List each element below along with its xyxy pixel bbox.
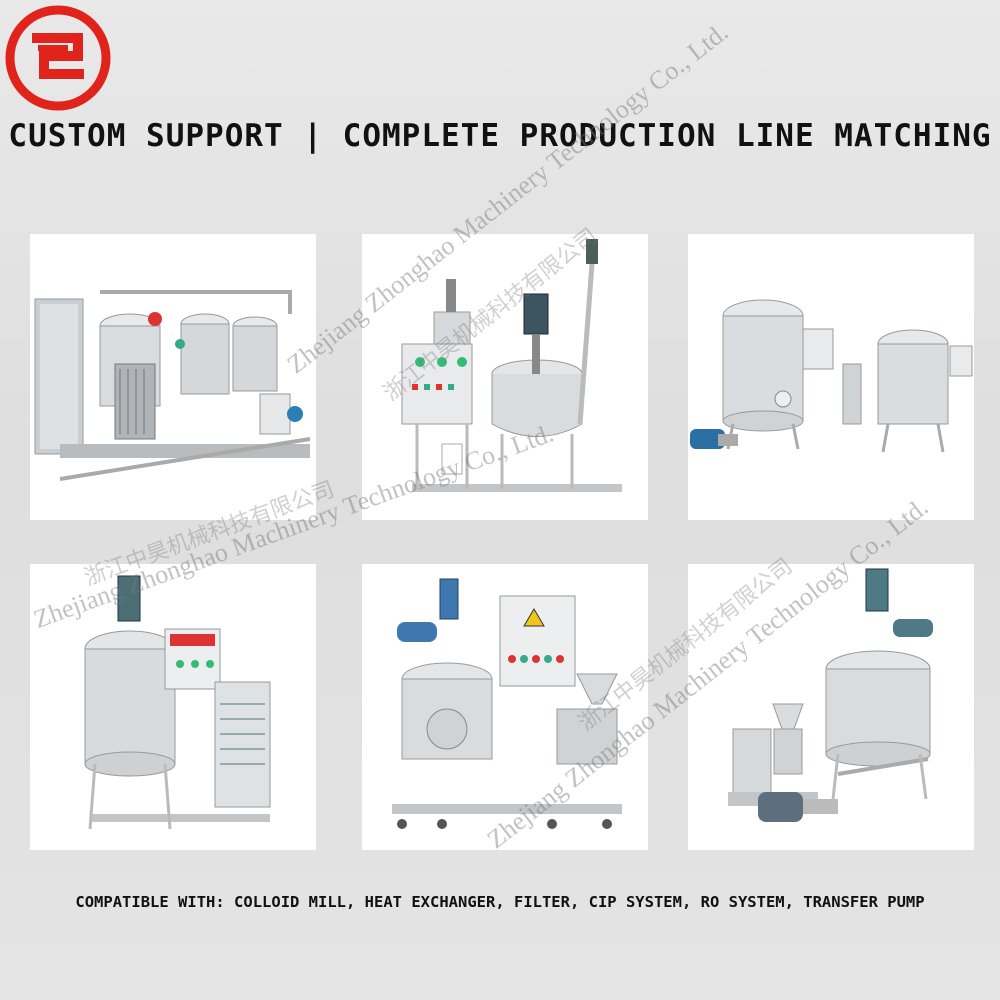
product-photo-dual-storage-tanks [688,234,974,520]
company-logo-icon [4,4,112,112]
product-photo-mixing-tank-cabinet [362,234,648,520]
product-photo-mixing-tank-chiller [30,564,316,850]
product-photo-tank-mill-pump [688,564,974,850]
product-photo-tank-colloid-mill [362,564,648,850]
product-photo-processing-line [30,234,316,520]
compatible-equipment-text: COMPATIBLE WITH: COLLOID MILL, HEAT EXCH… [75,893,925,911]
page-title: CUSTOM SUPPORT | COMPLETE PRODUCTION LIN… [8,118,992,154]
